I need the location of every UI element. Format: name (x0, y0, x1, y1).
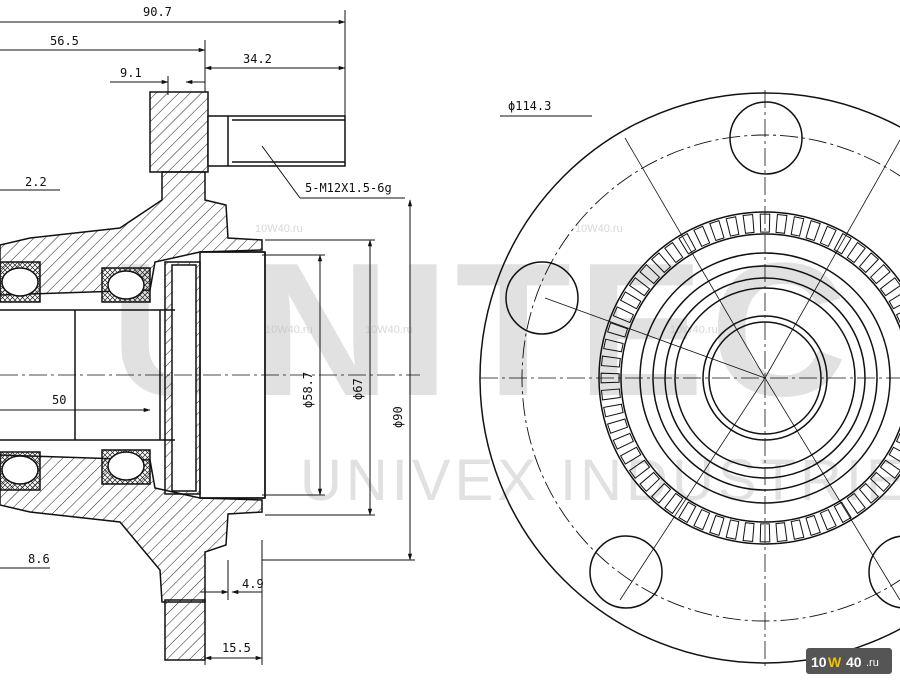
bolt-hole-left (505, 261, 579, 335)
tone-ring-tooth (742, 213, 755, 234)
tone-ring-tooth (879, 277, 900, 297)
tone-ring-tooth (895, 312, 900, 324)
dim-inner-dia: ϕ58.7 (301, 372, 315, 408)
watermark-site-2: 10W40.ru (365, 324, 413, 336)
tone-ring-tooth (846, 492, 866, 515)
watermark-site-1: 10W40.ru (255, 223, 303, 235)
dimension-lines (0, 10, 415, 665)
tone-ring-tooth (619, 446, 642, 465)
watermark-site-3: 10W40.ru (265, 324, 313, 336)
tone-ring-tooth (790, 519, 805, 540)
tone-ring-tooth (612, 306, 635, 324)
tone-ring-tooth (869, 471, 891, 493)
tone-ring-tooth (869, 263, 891, 285)
tone-ring-tooth (678, 501, 697, 524)
dim-overall-length: 90.7 (143, 5, 172, 19)
tone-ring-tooth (879, 459, 900, 479)
stud-head-lower (164, 599, 206, 661)
tone-ring-tooth (664, 492, 684, 515)
badge-prefix: 10 (811, 654, 827, 670)
tone-ring-tooth (678, 232, 697, 255)
dim-pilot-length: 15.5 (222, 641, 251, 655)
tone-ring-tooth (603, 403, 624, 418)
tone-ring-tooth (639, 471, 661, 493)
dim-bore-length: 50 (52, 393, 66, 407)
tone-ring-tooth (600, 388, 621, 401)
stud-head-upper (149, 91, 209, 173)
bolt-hole-bottom-left (589, 535, 663, 609)
tone-ring-tooth (600, 355, 621, 368)
tone-ring-tooth (759, 213, 771, 233)
tone-ring-tooth (742, 522, 755, 543)
tone-ring-tooth (628, 277, 651, 297)
dim-seal-gap: 2.2 (25, 175, 47, 189)
dim-stud-spec: 5-M12X1.5-6g (305, 181, 392, 195)
tone-ring-tooth (639, 263, 661, 285)
tone-ring-tooth (664, 241, 684, 264)
tone-ring-tooth (790, 216, 805, 237)
dim-hub-length: 56.5 (50, 34, 79, 48)
watermark-company: UNIVEX INDUSTRIES (300, 448, 900, 513)
dim-left-step: 8.6 (28, 552, 50, 566)
tone-ring-tooth (725, 216, 740, 237)
dimension-labels: 90.7 56.5 34.2 9.1 5-M12X1.5-6g 2.2 50 ϕ… (25, 5, 551, 655)
tone-ring-tooth (725, 519, 740, 540)
tone-ring-tooth (846, 241, 866, 264)
watermark-site-5: 10W40.ru (670, 324, 718, 336)
dim-bolt-circle: ϕ114.3 (508, 99, 551, 113)
bolt-hole-bottom-right (868, 535, 900, 609)
tone-ring-tooth (606, 322, 629, 338)
tone-ring-tooth (805, 514, 821, 537)
dim-flange-offset: 9.1 (120, 66, 142, 80)
tone-ring-tooth (709, 219, 725, 242)
tone-ring-tooth (805, 219, 821, 242)
tone-ring-tooth (775, 213, 788, 234)
tone-ring-tooth (650, 482, 672, 504)
badge-highlight: W (828, 654, 842, 670)
tone-ring-tooth (606, 418, 629, 434)
dim-stud-length: 34.2 (243, 52, 272, 66)
tone-ring-tooth (693, 508, 711, 531)
tone-ring-tooth (619, 291, 642, 310)
tone-ring-tooth (888, 294, 900, 310)
tone-ring-tooth (858, 252, 880, 274)
tone-ring-tooth (693, 225, 711, 248)
tone-ring-tooth (833, 501, 852, 524)
tone-ring-tooth (612, 432, 635, 450)
tone-ring-tooth (819, 225, 837, 248)
watermark-site-4: 10W40.ru (575, 223, 623, 235)
tone-ring-tooth (759, 523, 771, 543)
badge-domain: .ru (866, 657, 879, 669)
tone-ring-tooth (628, 459, 651, 479)
dim-register-dia: ϕ90 (391, 406, 405, 428)
site-badge: 10 W 40 .ru (806, 648, 892, 674)
tone-ring-tooth (819, 508, 837, 531)
front-view (479, 90, 900, 670)
tone-ring-tooth (603, 338, 624, 353)
tone-ring-tooth (775, 522, 788, 543)
section-view (0, 91, 420, 661)
abs-tone-ring (600, 213, 900, 543)
dim-flange-thickness: 4.9 (242, 577, 264, 591)
bolt-hole-top (729, 101, 803, 175)
tone-ring-tooth (600, 372, 620, 384)
tone-ring-tooth (833, 232, 852, 255)
tone-ring-tooth (888, 446, 900, 462)
tone-ring-tooth (895, 432, 900, 444)
tone-ring-tooth (858, 482, 880, 504)
badge-suffix: 40 (846, 654, 862, 670)
dim-pilot-dia: ϕ67 (351, 378, 365, 400)
tone-ring-tooth (650, 252, 672, 274)
tone-ring-tooth (709, 514, 725, 537)
